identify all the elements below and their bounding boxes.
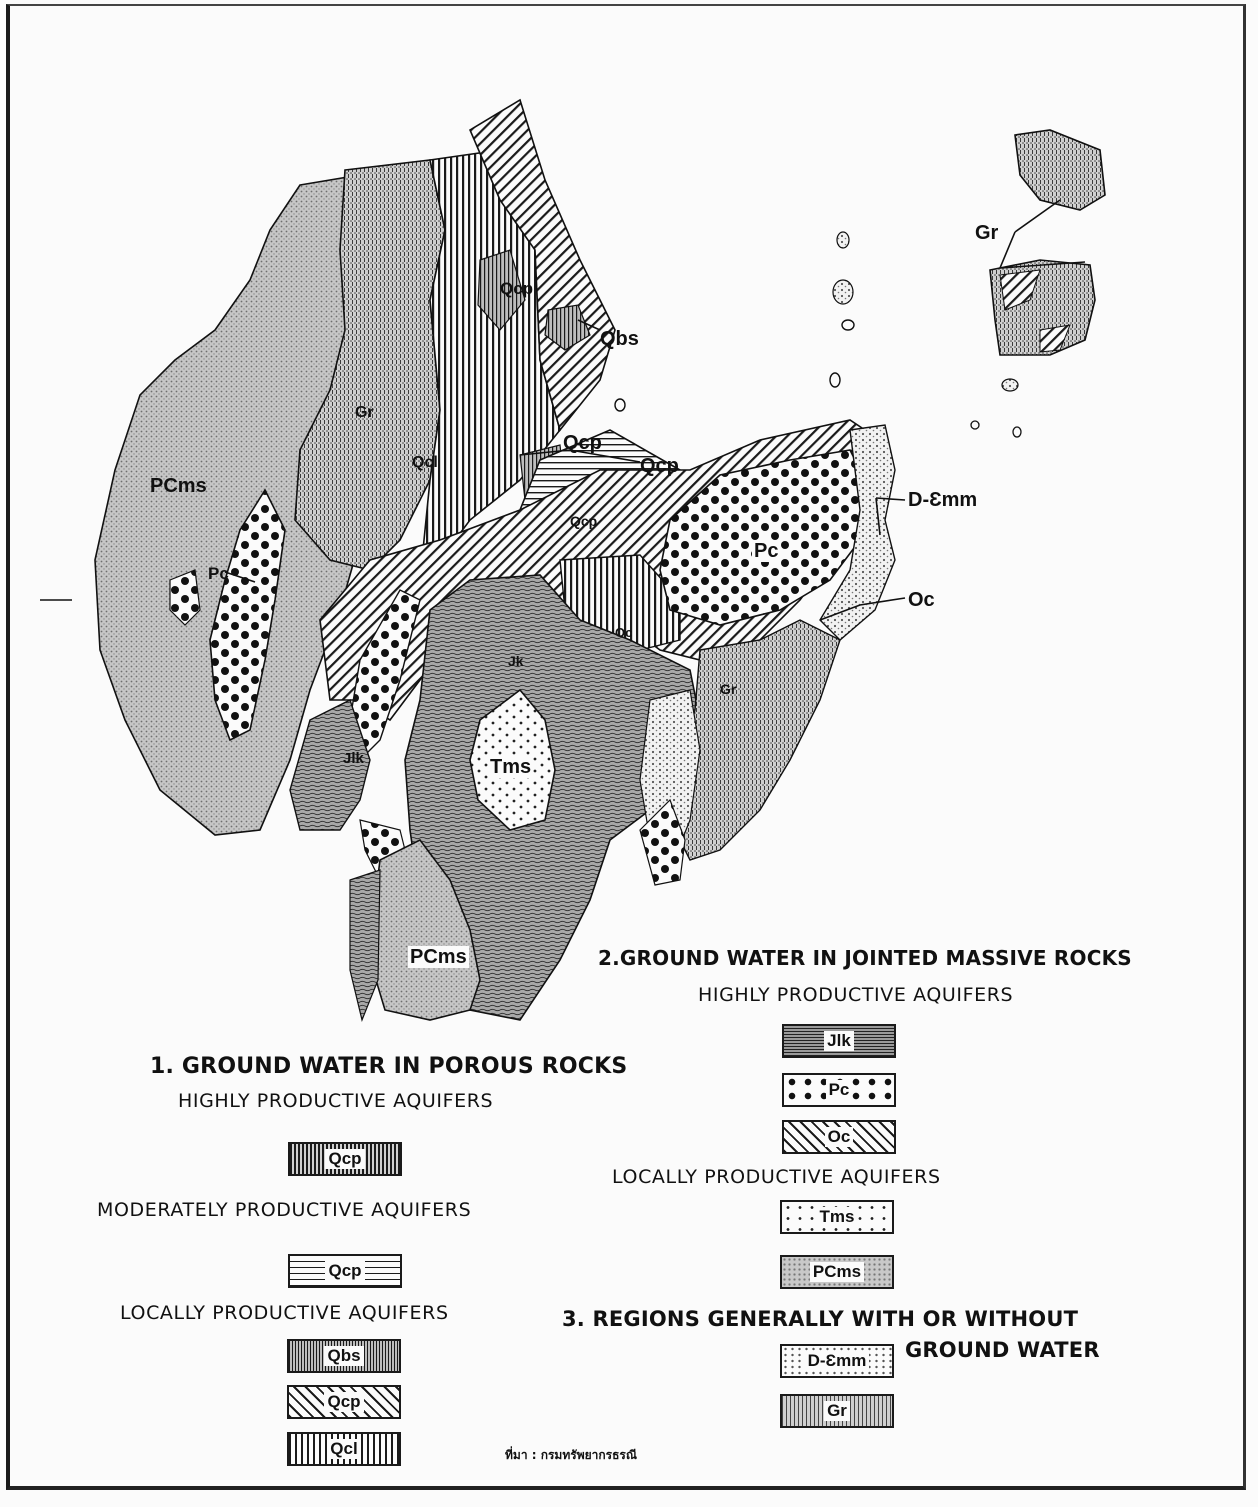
legend-code-d-emm: D-Ɛmm — [804, 1351, 870, 1371]
legend-code-pc: Pc — [825, 1080, 853, 1100]
legend-code-pcms: PCms — [809, 1262, 865, 1282]
map-label-pc-west: Pc — [208, 564, 229, 583]
hydrogeological-map — [40, 98, 1106, 1022]
legend-section2-highly-title: HIGHLY PRODUCTIVE AQUIFERS — [698, 984, 1014, 1006]
legend-section2-title: 2.GROUND WATER IN JOINTED MASSIVE ROCKS — [598, 946, 1132, 970]
map-label-qbs: Qbs — [600, 328, 639, 350]
map-label-gr-east: Gr — [720, 681, 737, 697]
legend-code-tms: Tms — [816, 1207, 858, 1227]
legend-swatch-oc: Oc — [782, 1120, 896, 1154]
legend-code-qbs-local: Qbs — [324, 1346, 364, 1366]
map-label-pcms-south: PCms — [408, 946, 469, 968]
map-label-gr-island: Gr — [975, 222, 999, 244]
legend-swatch-pc: Pc — [782, 1073, 896, 1107]
map-label-qcp-center1: Qcp — [563, 432, 602, 454]
legend-swatch-qbs-local: Qbs — [287, 1339, 401, 1373]
legend-section1-highly-title: HIGHLY PRODUCTIVE AQUIFERS — [178, 1090, 494, 1112]
legend-code-gr: Gr — [824, 1401, 850, 1421]
unit-jk-center — [404, 574, 701, 1021]
map-label-pcms-west: PCms — [150, 475, 207, 497]
legend-section1-title: 1. GROUND WATER IN POROUS ROCKS — [150, 1054, 628, 1079]
map-label-qcl: Qcl — [412, 454, 438, 471]
legend-swatch-qcp-high: Qcp — [288, 1142, 402, 1176]
legend-swatch-gr: Gr — [780, 1394, 894, 1428]
unit-jlk-southwest — [289, 699, 371, 831]
map-label-d-emm: D-Ɛmm — [908, 489, 978, 511]
legend-swatch-qcp-local: Qcp — [287, 1385, 401, 1419]
source-note: ที่มา : กรมทรัพยากรธรณี — [505, 1448, 637, 1462]
legend-section2-locally-title: LOCALLY PRODUCTIVE AQUIFERS — [612, 1166, 941, 1188]
legend-swatch-qcl-local: Qcl — [287, 1432, 401, 1466]
map-label-jlk-southwest: Jlk — [343, 750, 364, 767]
legend-code-oc: Oc — [824, 1127, 854, 1147]
map-label-gr-west: Gr — [355, 404, 374, 421]
legend-code-qcl-local: Qcl — [327, 1439, 361, 1459]
legend-swatch-qcp-moderate: Qcp — [288, 1254, 402, 1288]
legend-swatch-jlk: Jlk — [782, 1024, 896, 1058]
map-label-pc-east: Pc — [752, 540, 781, 562]
map-label-qcp-north: Qcp — [500, 279, 534, 298]
map-label-oc-center: Oc — [615, 625, 633, 640]
legend-section1-locally-title: LOCALLY PRODUCTIVE AQUIFERS — [120, 1302, 449, 1324]
legend-code-qcp-high: Qcp — [325, 1149, 365, 1169]
unit-qcp-northeast-diag — [468, 98, 616, 432]
legend-code-jlk: Jlk — [824, 1031, 854, 1051]
map-label-oc: Oc — [908, 589, 935, 611]
map-label-jk-center: Jk — [508, 653, 524, 669]
map-label-qcp-center2: Qcp — [640, 455, 679, 477]
unit-d-emm-east — [819, 424, 896, 641]
legend-section1-moderately-title: MODERATELY PRODUCTIVE AQUIFERS — [97, 1199, 472, 1221]
legend-swatch-pcms: PCms — [780, 1255, 894, 1289]
legend-swatch-tms: Tms — [780, 1200, 894, 1234]
legend-code-qcp-local: Qcp — [324, 1392, 364, 1412]
map-label-qcp-east: Qcp — [570, 513, 598, 529]
unit-pc-southeast — [639, 798, 686, 886]
legend-swatch-d-emm: D-Ɛmm — [780, 1344, 894, 1378]
unit-pc-west — [169, 488, 286, 742]
figure-frame — [6, 4, 1246, 1490]
legend-code-qcp-moderate: Qcp — [325, 1261, 365, 1281]
legend-section3-title-line1: 3. REGIONS GENERALLY WITH OR WITHOUT — [562, 1307, 1079, 1331]
islands-group — [614, 129, 1106, 438]
leader-lines — [40, 199, 1086, 621]
legend-section3-title-line2: GROUND WATER — [905, 1338, 1100, 1362]
unit-jk-south-edge — [349, 869, 381, 1022]
unit-pc-east — [659, 449, 871, 626]
map-label-tms: Tms — [488, 756, 534, 778]
